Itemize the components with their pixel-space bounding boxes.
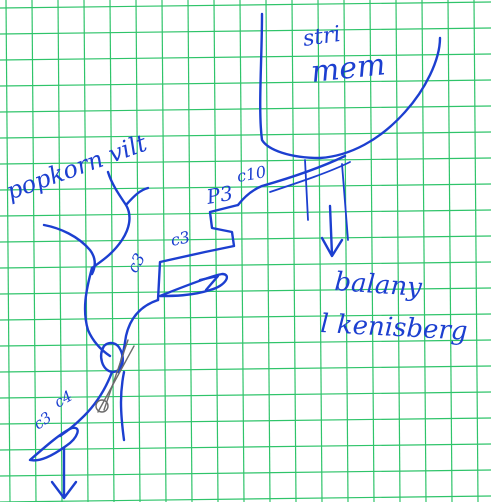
grid-line-horizontal <box>0 339 491 347</box>
label-top-line1: stri <box>301 22 342 52</box>
side-arrow <box>198 274 220 292</box>
grid-line-horizontal <box>0 27 491 35</box>
grid-line-vertical <box>161 0 167 502</box>
grid-line-vertical <box>187 0 193 502</box>
label-right-line1: balany <box>334 267 424 303</box>
pencil-circle <box>95 399 109 413</box>
grid-line-horizontal <box>0 313 491 321</box>
outflow-line-right <box>341 163 349 241</box>
upper-channel-inner <box>269 161 351 193</box>
label-top-line2: mem <box>309 47 387 90</box>
grid-line-vertical <box>239 0 245 502</box>
label-c3-bottom: c3 <box>30 408 55 433</box>
grid-line-vertical <box>5 0 11 502</box>
grid-line-vertical <box>343 0 349 502</box>
grid-line-vertical <box>473 0 479 502</box>
grid-line-vertical <box>31 0 37 502</box>
label-c10: c10 <box>235 162 267 186</box>
grid-line-horizontal <box>0 157 491 165</box>
grid-line-horizontal <box>0 365 491 373</box>
grid-line-horizontal <box>0 287 491 295</box>
upper-basin-outline <box>259 12 442 160</box>
pencil-line-2 <box>97 345 135 413</box>
grid-line-vertical <box>83 0 89 502</box>
grid-line-horizontal <box>0 183 491 191</box>
grid-line-horizontal <box>0 131 491 139</box>
label-c3-mid: c3 <box>123 250 149 276</box>
left-branch-tree <box>42 170 150 276</box>
grid-line-horizontal <box>0 1 491 9</box>
grid-line-horizontal <box>0 209 491 217</box>
grid-line-horizontal <box>0 469 491 477</box>
grid-line-vertical <box>291 0 297 502</box>
channel-step <box>156 203 240 302</box>
grid-line-horizontal <box>0 391 491 399</box>
label-c4: c4 <box>51 387 76 412</box>
grid-line-horizontal <box>0 417 491 425</box>
side-loop <box>158 272 229 298</box>
upper-channel <box>236 154 347 207</box>
grid-line-horizontal <box>0 443 491 451</box>
grid-line-vertical <box>57 0 63 502</box>
bottom-loop <box>28 426 79 462</box>
grid-line-vertical <box>395 0 401 502</box>
down-arrow-right <box>320 204 344 258</box>
grid-line-vertical <box>265 0 271 502</box>
label-c3-top: c3 <box>169 227 192 250</box>
grid-line-vertical <box>421 0 427 502</box>
grid-line-vertical <box>447 0 453 502</box>
pencil-line-1 <box>103 339 129 411</box>
label-left-title: popkorn vilt <box>2 129 150 206</box>
stem-bulb <box>100 341 124 374</box>
pencil-marks <box>95 339 135 413</box>
outflow-line-left <box>304 159 309 221</box>
grid-line-horizontal <box>0 495 491 502</box>
grid-line-vertical <box>317 0 323 502</box>
grid-line-horizontal <box>0 105 491 113</box>
label-p3: P3 <box>204 181 235 209</box>
label-right-line2: l kenisberg <box>320 309 469 347</box>
grid-line-vertical <box>135 0 141 502</box>
grid-line-vertical <box>369 0 375 502</box>
grid-line-horizontal <box>0 79 491 87</box>
down-arrow-bottom <box>50 446 78 500</box>
ink-strokes <box>28 12 442 500</box>
grid-line-horizontal <box>0 53 491 61</box>
grid-line-horizontal <box>0 261 491 269</box>
